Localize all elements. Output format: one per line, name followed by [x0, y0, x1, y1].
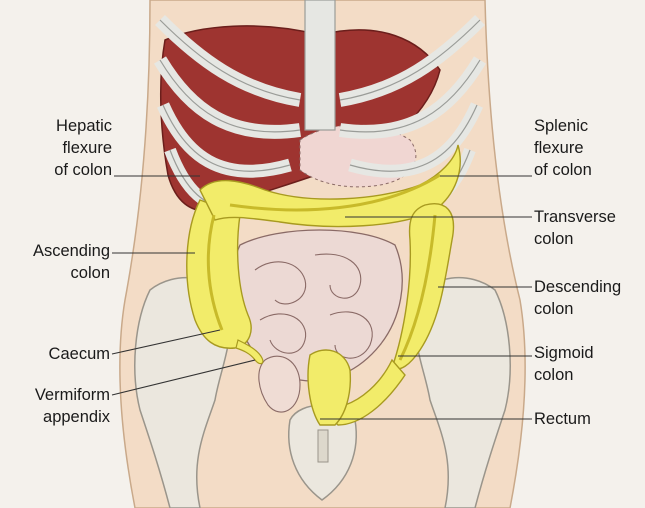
- label-rectum: Rectum: [534, 408, 644, 430]
- label-descending-colon: Descending colon: [534, 276, 644, 320]
- label-caecum: Caecum: [0, 343, 110, 365]
- label-sigmoid-colon: Sigmoid colon: [534, 342, 644, 386]
- label-vermiform-appendix: Vermiform appendix: [0, 384, 110, 428]
- pubic-symphysis: [318, 430, 328, 462]
- label-ascending-colon: Ascending colon: [0, 240, 110, 284]
- label-splenic-flexure: Splenic flexure of colon: [534, 115, 644, 181]
- label-transverse-colon: Transverse colon: [534, 206, 644, 250]
- label-hepatic-flexure: Hepatic flexure of colon: [10, 115, 112, 181]
